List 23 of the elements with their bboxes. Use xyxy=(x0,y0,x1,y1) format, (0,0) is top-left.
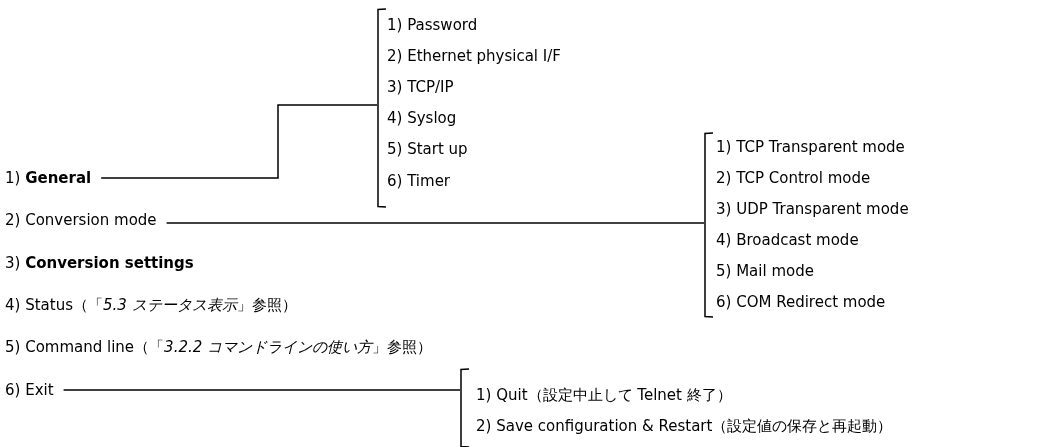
connector-line xyxy=(62,389,461,391)
menu-item: 3) UDP Transparent mode xyxy=(716,199,909,219)
menu-item: 4) Status（「5.3 ステータス表示」参照） xyxy=(5,295,297,315)
menu-item: 3) Conversion settings xyxy=(5,253,194,273)
menu-heading: 1) General xyxy=(5,168,92,188)
menu-item: 2) Ethernet physical I/F xyxy=(387,46,561,66)
menu-item: 6) Timer xyxy=(387,171,451,191)
menu-item: 6) COM Redirect mode xyxy=(716,292,886,312)
menu-item: 4) Syslog xyxy=(387,108,457,128)
menu-item: 1) Quit（設定中止して Telnet 終了） xyxy=(476,385,732,405)
connector-line xyxy=(100,104,378,179)
menu-item: 5) Command line（「3.2.2 コマンドラインの使い方」参照） xyxy=(5,337,433,357)
menu-item: 1) TCP Transparent mode xyxy=(716,137,905,157)
menu-item: 2) Save configuration & Restart（設定値の保存と再起動） xyxy=(476,416,893,436)
menu-item: 2) TCP Control mode xyxy=(716,168,871,188)
connector-line xyxy=(165,222,705,224)
menu-item: 5) Start up xyxy=(387,139,468,159)
menu-item: 3) TCP/IP xyxy=(387,77,454,97)
menu-item: 5) Mail mode xyxy=(716,261,814,281)
menu-heading: 2) Conversion mode xyxy=(5,210,157,230)
menu-heading: 6) Exit xyxy=(5,380,54,400)
menu-item: 1) Password xyxy=(387,15,478,35)
menu-item: 4) Broadcast mode xyxy=(716,230,859,250)
